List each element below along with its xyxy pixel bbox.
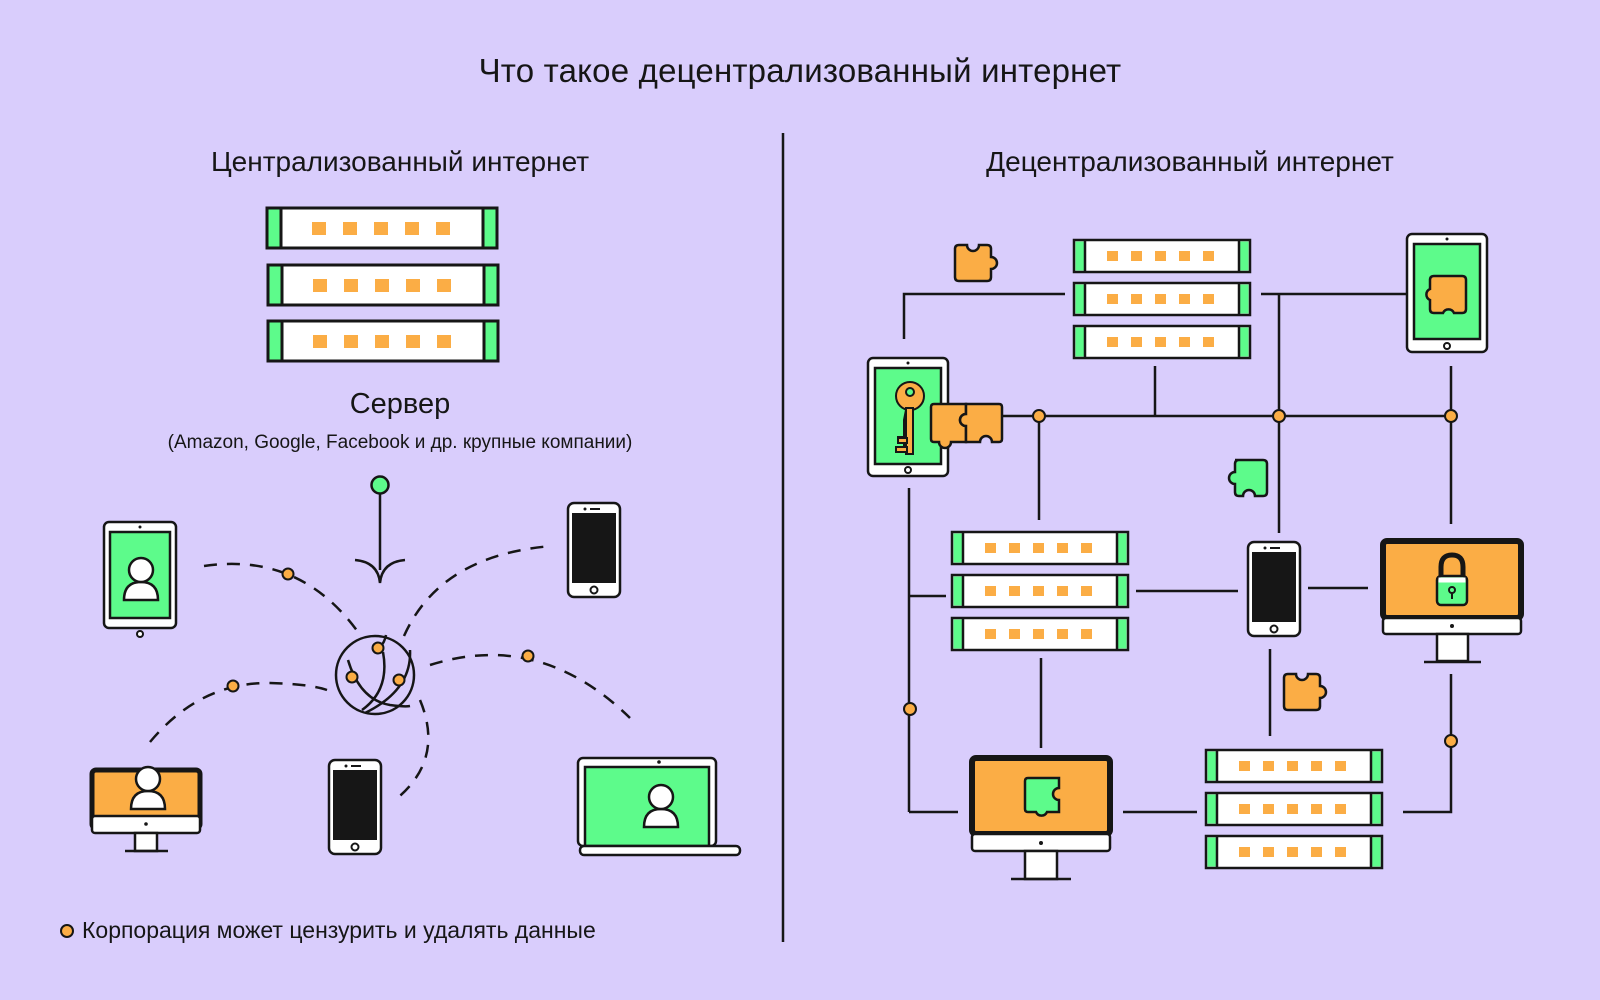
central-server-stack <box>265 206 500 363</box>
junction-dot <box>903 702 917 716</box>
junction-dot <box>1032 409 1046 423</box>
puzzle-piece-icon <box>1282 672 1328 712</box>
green-pin-arrow-icon <box>354 475 406 584</box>
server-stack-middle <box>952 532 1128 650</box>
key-icon <box>895 381 925 455</box>
monitor-user-icon <box>89 765 203 853</box>
censor-dot <box>226 679 240 693</box>
tablet-user-icon <box>102 520 178 638</box>
server-stack-bottom <box>1206 750 1382 868</box>
legend-text: Корпорация может цензурить и удалять дан… <box>82 917 596 943</box>
network-lines <box>902 292 1453 814</box>
monitor-puzzle-icon <box>969 755 1113 881</box>
censor-dot <box>281 567 295 581</box>
junction-dot <box>1272 409 1286 423</box>
server-subtitle: (Amazon, Google, Facebook и др. крупные … <box>167 432 633 453</box>
junction-dot <box>1444 734 1458 748</box>
padlock-icon <box>1435 552 1469 607</box>
puzzle-piece-icon <box>953 243 999 283</box>
dashed-connections <box>149 544 631 801</box>
decentralized-heading: Децентрализованный интернет <box>986 146 1394 177</box>
monitor-lock-icon <box>1380 538 1524 664</box>
globe-hub-icon <box>334 634 416 716</box>
server-label: Сервер <box>349 388 451 420</box>
tablet-puzzle-icon <box>1405 232 1489 354</box>
phone-icon <box>566 501 622 599</box>
joined-puzzle-icon <box>929 402 1004 450</box>
page-title: Что такое децентрализованный интернет <box>478 52 1122 89</box>
laptop-user-icon <box>576 756 742 857</box>
junction-dot <box>1444 409 1458 423</box>
censor-dot <box>521 649 535 663</box>
orange-dot-icon <box>60 923 74 938</box>
server-stack-top <box>1074 240 1250 358</box>
tablet-key-icon <box>866 356 1004 478</box>
phone-icon <box>1246 540 1302 638</box>
puzzle-piece-icon <box>1227 458 1269 498</box>
censor-dots <box>226 567 535 693</box>
legend: Корпорация может цензурить и удалять дан… <box>60 917 596 944</box>
phone-icon <box>327 758 383 856</box>
centralized-heading: Централизованный интернет <box>210 146 590 177</box>
network-junctions <box>903 409 1458 748</box>
